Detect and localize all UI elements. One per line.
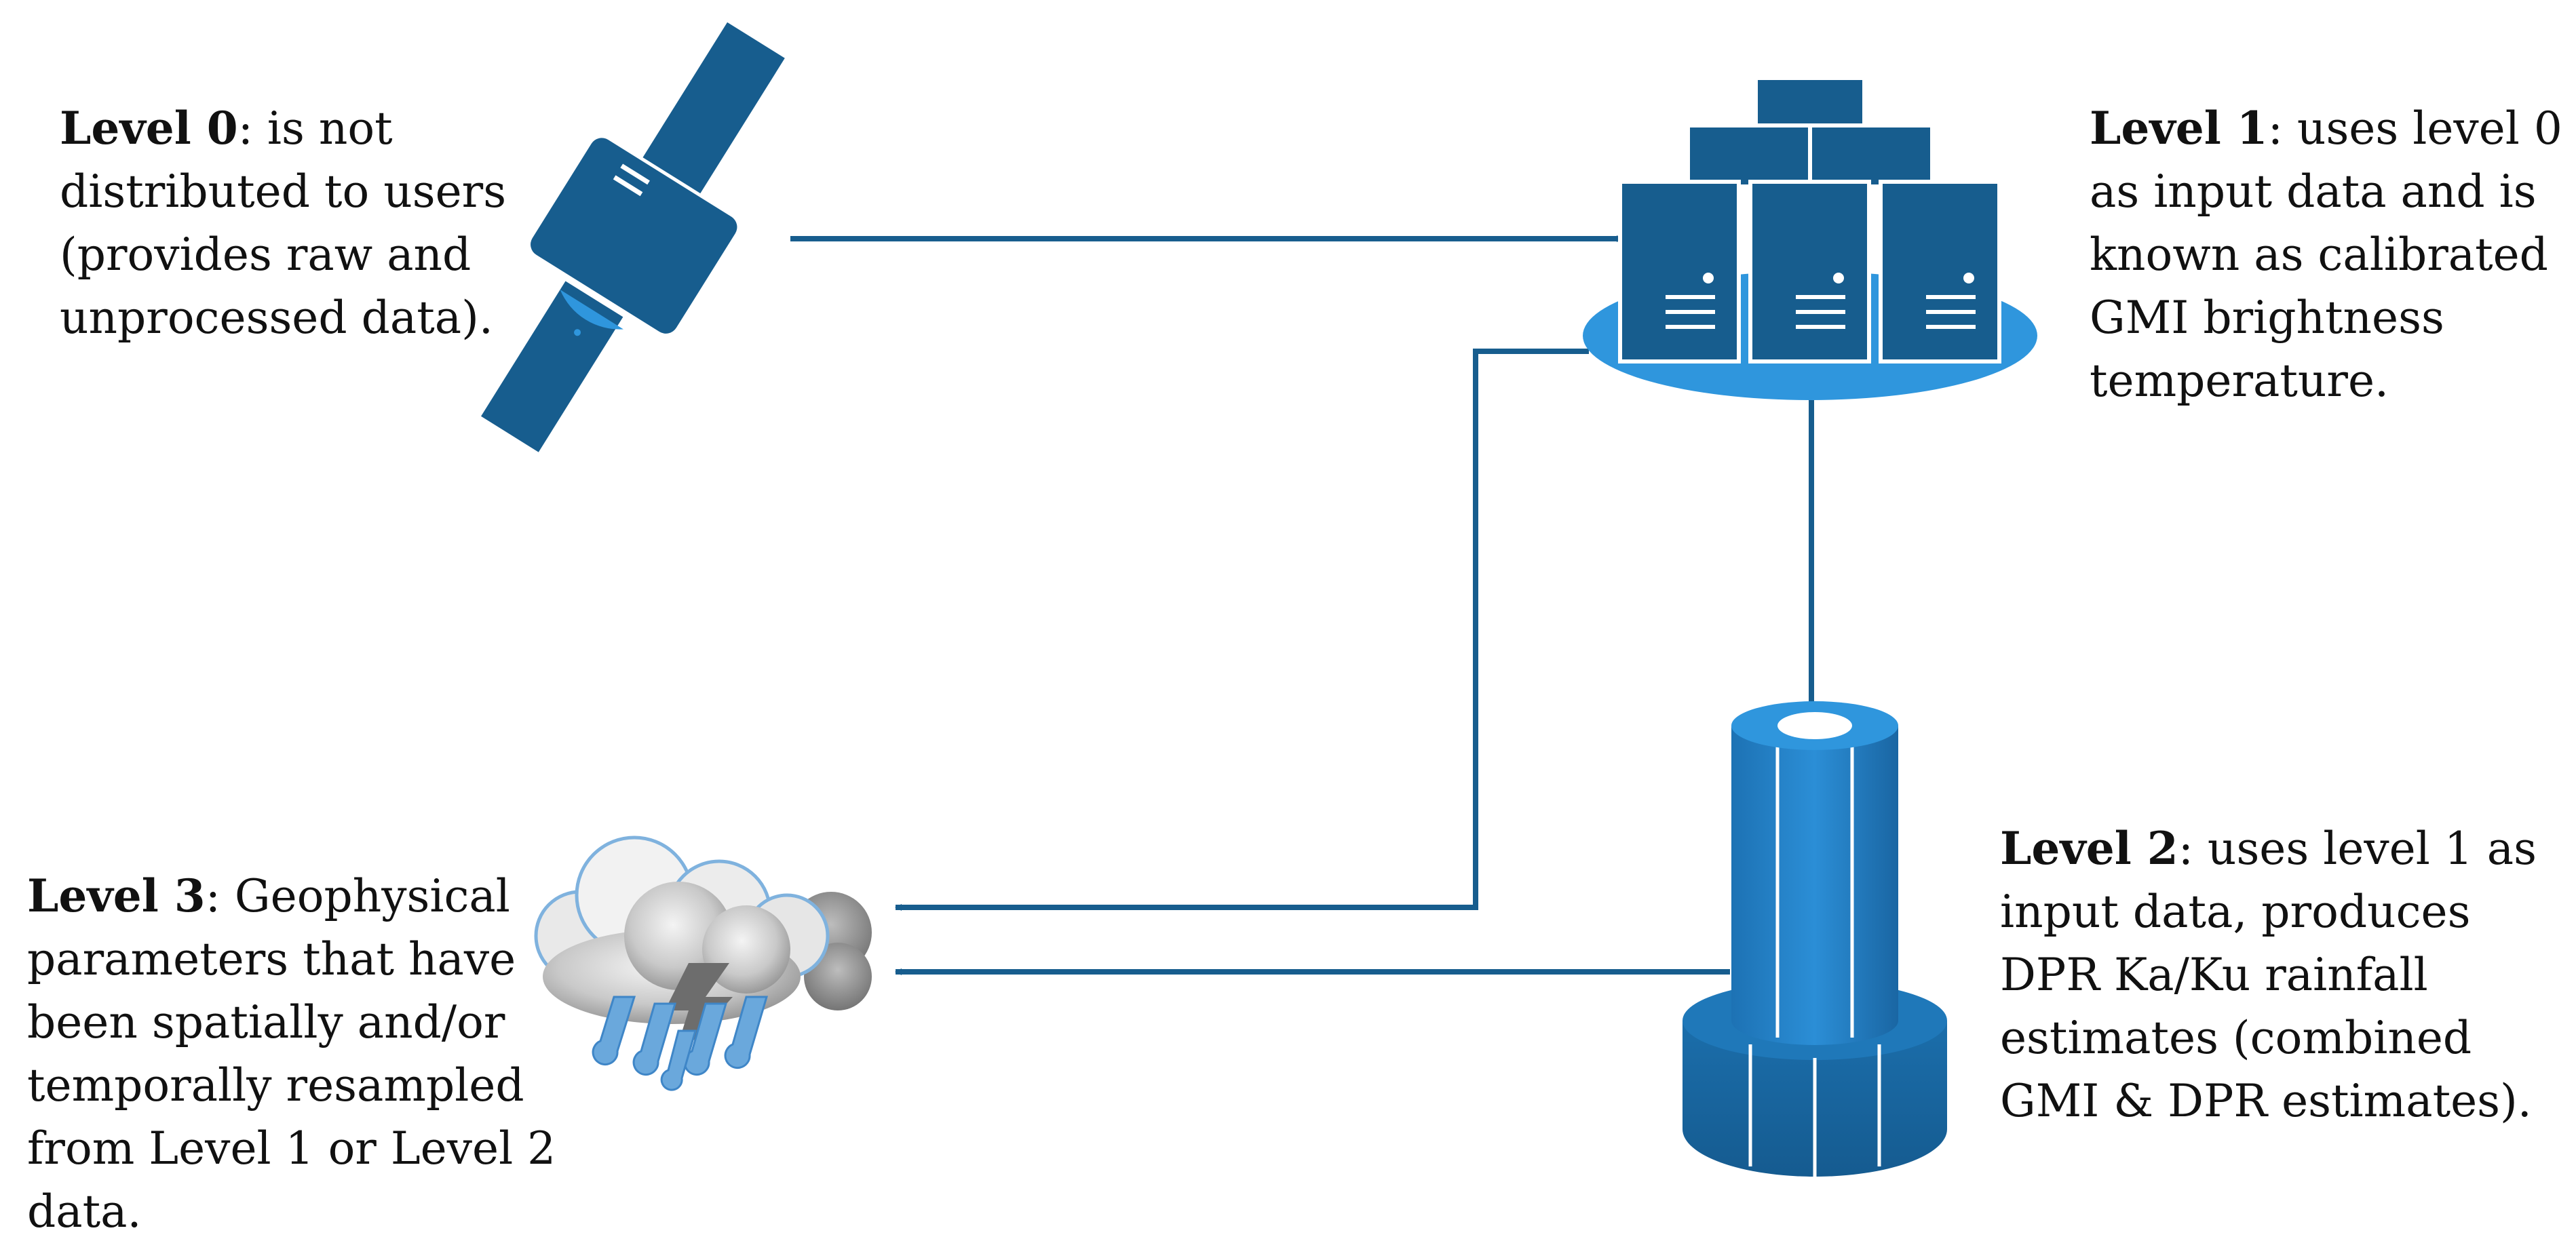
level2-title: Level 2 (2000, 822, 2178, 875)
level1-description: Level 1: uses level 0 as input data and … (2090, 97, 2564, 412)
level0-title: Level 0 (60, 102, 238, 155)
level1-text: : uses level 0 as input data and is know… (2090, 102, 2562, 407)
server-cluster-icon (1583, 76, 2037, 400)
level2-description: Level 2: uses level 1 as input data, pro… (2000, 817, 2570, 1133)
level0-text: : is not distributed to users (provides … (60, 102, 507, 344)
level3-text: : Geophysical parameters that have been … (27, 870, 556, 1238)
level1-title: Level 1 (2090, 102, 2268, 155)
satellite-icon (481, 22, 785, 452)
server-unit-right (1879, 180, 2001, 363)
server-unit-left (1618, 180, 1741, 363)
database-cylinder-icon (1683, 701, 1947, 1177)
level2-text: : uses level 1 as input data, produces D… (2000, 823, 2537, 1127)
level3-description: Level 3: Geophysical parameters that hav… (27, 865, 556, 1243)
arrow-servers-to-cloud (895, 349, 1589, 911)
level0-description: Level 0: is not distributed to users (pr… (60, 97, 562, 349)
level3-title: Level 3 (27, 869, 206, 922)
rain-cloud-icon (534, 836, 872, 1091)
server-unit-center (1748, 180, 1871, 363)
